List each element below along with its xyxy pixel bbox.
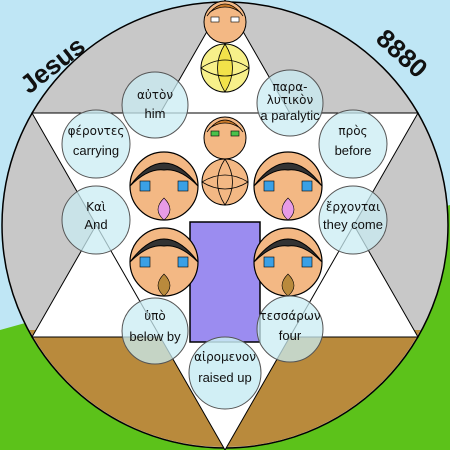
carrier-bottom-left: [129, 227, 199, 297]
word-kai-english: And: [84, 217, 107, 232]
word-pros: πρὸς before: [318, 109, 388, 179]
word-paralytikon-greek-1: παρα-: [273, 80, 308, 94]
word-tessaron: τεσσάρων four: [256, 295, 324, 363]
paralytic-body: [201, 158, 249, 206]
paralytic-figure: [201, 116, 249, 206]
word-erchontai-greek: ἔρχονται: [326, 200, 380, 214]
word-hypo-greek: ὑπὸ: [144, 309, 166, 323]
word-pherontes-english: carrying: [73, 143, 119, 158]
word-hypo: ὑπὸ below by: [121, 297, 189, 365]
word-airomenon-greek: αἰρομενον: [194, 350, 256, 364]
carrier-bottom-right: [253, 227, 323, 297]
carrier-top-left: [129, 151, 199, 221]
word-airomenon: αἰρομενον raised up: [188, 336, 262, 410]
word-erchontai-english: they come: [323, 217, 383, 232]
word-auton-greek: αὐτὸν: [137, 88, 173, 102]
word-pros-english: before: [335, 143, 372, 158]
word-tessaron-greek: τεσσάρων: [259, 309, 320, 323]
jesus-figure: [200, 0, 250, 93]
word-erchontai: ἔρχονται they come: [318, 185, 388, 255]
word-hypo-english: below by: [129, 329, 181, 344]
word-paralytikon-greek-2: λυτικὸν: [267, 93, 314, 107]
word-airomenon-english: raised up: [198, 370, 251, 385]
stretcher-bed: [189, 221, 261, 343]
word-pherontes: φέροντες carrying: [61, 109, 131, 179]
word-paralytikon-english: a paralytic: [260, 108, 320, 123]
word-auton-english: him: [145, 106, 166, 121]
jesus-head: [203, 0, 247, 44]
carrier-top-right: [253, 151, 323, 221]
word-pros-greek: πρὸς: [338, 124, 367, 138]
word-kai-greek: Καὶ: [86, 200, 106, 214]
word-pherontes-greek: φέροντες: [68, 124, 125, 138]
word-kai: Καὶ And: [61, 185, 131, 255]
word-tessaron-english: four: [279, 328, 302, 343]
word-paralytikon: παρα- λυτικὸν a paralytic: [256, 69, 324, 137]
word-auton: αὐτὸν him: [121, 71, 189, 139]
